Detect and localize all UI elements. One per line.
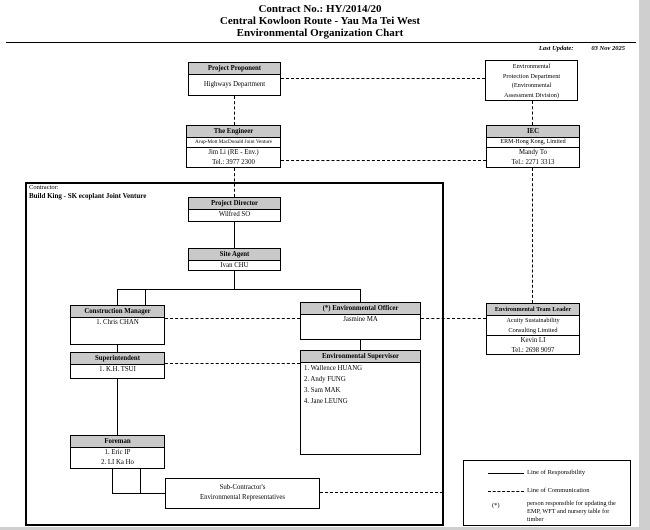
box-construction-manager: Construction Manager 1. Chris CHAN <box>70 305 165 345</box>
connector-environmental-officer-team-leader <box>421 318 486 319</box>
connector-foreman-drop <box>112 469 113 493</box>
contractor-name: Build King - SK ecoplant Joint Venture <box>29 192 147 200</box>
legend-communication-label: Line of Communication <box>527 487 590 494</box>
engineer-contact-tel: Tel.: 3977 2300 <box>212 159 255 166</box>
box-project-director: Project Director Wilfred SO <box>188 197 281 222</box>
box-environmental-team-leader: Environmental Team Leader Acuity Sustain… <box>486 303 580 355</box>
connector-superintendent-foreman <box>117 379 118 435</box>
team-leader-organisation-line-1: Acuity Sustainability <box>506 317 560 324</box>
environmental-supervisor-name-4: 4. Jane LEUNG <box>304 398 348 405</box>
contractor-label: Contractor: <box>29 184 59 191</box>
team-leader-organisation: Acuity Sustainability Consulting Limited <box>487 316 579 336</box>
last-updated: Last Update: 03 Nov 2025 <box>539 45 625 52</box>
box-environmental-supervisor: Environmental Supervisor 1. Wallence HUA… <box>300 350 421 455</box>
connector-proponent-engineer <box>234 96 235 125</box>
epd-line-4: Assessment Division) <box>503 91 560 99</box>
box-environmental-team-leader-header: Environmental Team Leader <box>487 304 579 316</box>
box-iec-header: IEC <box>487 126 579 138</box>
box-superintendent-header: Superintendent <box>71 353 164 365</box>
iec-contact-name: Mandy To <box>519 149 547 156</box>
team-leader-tel: Tel.: 2698 9097 <box>511 347 555 354</box>
box-superintendent: Superintendent 1. K.H. TSUI <box>70 352 165 379</box>
connector-rail-environmental-officer <box>360 289 361 302</box>
team-leader-name: Kevin LI <box>520 337 546 344</box>
environmental-supervisor-name-1: 1. Wallence HUANG <box>304 365 363 372</box>
box-foreman: Foreman 1. Eric IP 2. LI Ka Ho <box>70 435 165 469</box>
connector-foreman-subcontractor <box>112 493 165 494</box>
connector-construction-manager-superintendent <box>117 345 118 352</box>
foreman-name-1: 1. Eric IP <box>104 449 131 456</box>
environmental-supervisor-name-2: 2. Andy FUNG <box>304 376 346 383</box>
engineer-contact-name: Jim Li (RE - Env.) <box>208 149 259 156</box>
legend-dashed-line-sample <box>488 491 524 492</box>
box-iec: IEC ERM-Hong Kong, Limited Mandy To Tel.… <box>486 125 580 168</box>
foreman-name-2: 2. LI Ka Ho <box>101 459 134 466</box>
construction-manager-name: 1. Chris CHAN <box>96 319 139 326</box>
box-foreman-header: Foreman <box>71 436 164 448</box>
chart-name-title: Environmental Organization Chart <box>236 27 404 39</box>
box-environmental-supervisor-header: Environmental Supervisor <box>301 351 420 363</box>
connector-engineer-iec <box>281 160 486 161</box>
box-environmental-protection-department: Environmental Protection Department (Env… <box>485 60 578 101</box>
connector-engineer-project-director <box>234 168 235 197</box>
connector-site-agent-drop <box>234 271 235 289</box>
connector-project-director-site-agent <box>234 222 235 248</box>
legend-asterisk-symbol: (*) <box>492 502 500 509</box>
page-edge-right <box>639 0 650 530</box>
box-the-engineer-header: The Engineer <box>187 126 280 138</box>
connector-rail-construction-manager <box>117 289 118 305</box>
iec-organisation: ERM-Hong Kong, Limited <box>487 138 579 148</box>
epd-line-1: Environmental <box>512 63 551 70</box>
connector-site-agent-rail <box>117 289 360 290</box>
site-agent-name: Ivan CHU <box>220 262 249 269</box>
legend-responsibility-label: Line of Responsibility <box>527 469 586 476</box>
box-project-proponent: Project Proponent Highways Department <box>188 62 281 96</box>
connector-subcontractor-communication <box>320 492 443 493</box>
box-site-agent-header: Site Agent <box>189 249 280 261</box>
connector-foreman-drop-2 <box>140 469 141 493</box>
box-environmental-officer: (*) Environmental Officer Jasmine MA <box>300 302 421 340</box>
page-edge-bottom <box>0 527 650 530</box>
box-project-proponent-line: Highways Department <box>203 81 266 88</box>
subcontractor-line-2: Environmental Representatives <box>199 494 286 501</box>
epd-line-2: Protection Department <box>502 72 561 80</box>
box-environmental-officer-header: (*) Environmental Officer <box>301 303 420 315</box>
epd-line-3: (Environmental <box>511 82 552 89</box>
contract-number-title: Contract No.: HY/2014/20 <box>258 3 382 15</box>
box-project-proponent-header: Project Proponent <box>189 63 280 75</box>
connector-proponent-epd <box>281 78 485 79</box>
environmental-supervisor-name-3: 3. Sam MAK <box>304 387 341 394</box>
project-director-name: Wilfred SO <box>218 211 251 218</box>
project-name-title: Central Kowloon Route - Yau Ma Tei West <box>219 15 421 27</box>
title-divider-line <box>6 42 636 43</box>
connector-superintendent-environmental-supervisor <box>165 363 300 364</box>
legend-asterisk-note: person responsible for updating the EMP,… <box>527 500 616 523</box>
box-the-engineer: The Engineer Arup-Mott MacDonald Joint V… <box>186 125 281 168</box>
box-site-agent: Site Agent Ivan CHU <box>188 248 281 271</box>
legend-box: Line of Responsibility Line of Communica… <box>463 460 631 526</box>
superintendent-name: 1. K.H. TSUI <box>99 366 136 373</box>
iec-contact-tel: Tel.: 2271 3313 <box>511 159 555 166</box>
connector-iec-team-leader <box>532 168 533 303</box>
legend-solid-line-sample <box>488 473 524 474</box>
connector-environmental-officer-supervisor <box>360 340 361 350</box>
team-leader-organisation-line-2: Consulting Limited <box>508 326 558 334</box>
last-updated-value: 03 Nov 2025 <box>591 45 625 52</box>
subcontractor-line-1: Sub-Contractor's <box>219 484 266 491</box>
connector-epd-iec <box>532 101 533 125</box>
engineer-organisation: Arup-Mott MacDonald Joint Venture <box>187 138 280 148</box>
connector-rail-construction-manager-2 <box>145 289 146 305</box>
environmental-officer-name: Jasmine MA <box>343 316 378 323</box>
box-construction-manager-header: Construction Manager <box>71 306 164 318</box>
last-updated-label: Last Update: <box>538 45 574 52</box>
connector-construction-manager-environmental-officer <box>165 318 300 319</box>
box-project-director-header: Project Director <box>189 198 280 210</box>
box-subcontractor-environmental-representatives: Sub-Contractor's Environmental Represent… <box>165 478 320 509</box>
